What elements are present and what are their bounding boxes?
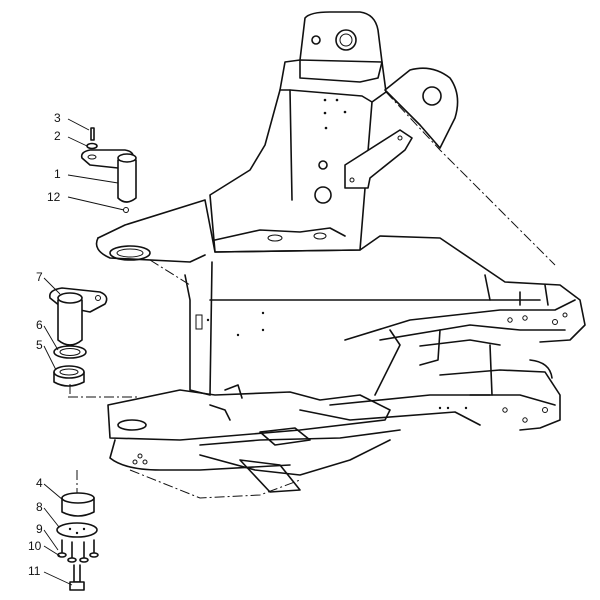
callout-3: 3 — [54, 111, 61, 125]
callout-10: 10 — [28, 539, 42, 553]
callout-6: 6 — [36, 318, 43, 332]
upper-pin-assembly — [80, 127, 137, 213]
frame-tower — [209, 11, 556, 266]
callout-1: 1 — [54, 167, 61, 181]
callout-labels: 3 2 1 12 7 6 5 4 8 9 10 11 — [28, 111, 61, 578]
callout-7: 7 — [36, 270, 43, 284]
callout-12: 12 — [47, 190, 61, 204]
callout-4: 4 — [36, 476, 43, 490]
callout-2: 2 — [54, 129, 61, 143]
leader-lines — [43, 118, 125, 586]
frame-mid-body — [95, 199, 586, 396]
frame-lower — [68, 384, 401, 499]
callout-5: 5 — [36, 338, 43, 352]
lower-bushing-assembly — [56, 470, 99, 591]
callout-9: 9 — [36, 522, 43, 536]
middle-pin-assembly — [48, 287, 108, 397]
callout-11: 11 — [28, 564, 41, 578]
callout-8: 8 — [36, 500, 43, 514]
frame-rear-rails — [299, 274, 576, 431]
